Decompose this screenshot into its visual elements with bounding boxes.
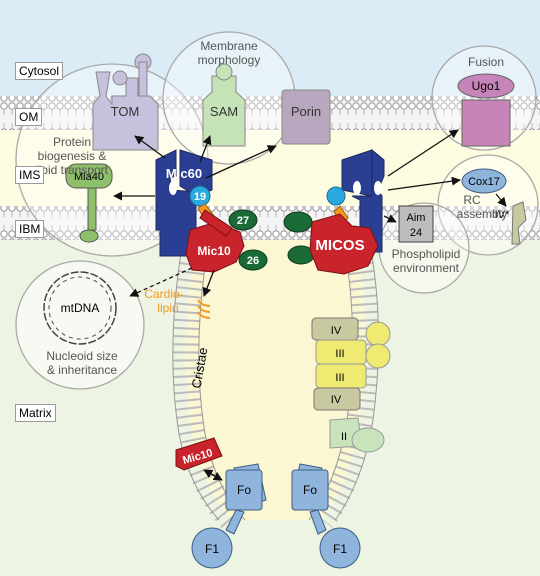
outer-membrane (0, 96, 540, 130)
fo-right-label: Fo (303, 483, 317, 497)
complex-iii-a-label: III (335, 348, 344, 360)
rc-assembly-line2: assembly (457, 207, 508, 221)
cox17-label: Cox17 (468, 176, 500, 188)
crista-membrane-left (172, 237, 242, 529)
mic60-label: Mic60 (166, 166, 202, 181)
f1-left-label: F1 (205, 542, 219, 556)
mic27-label: 27 (237, 215, 249, 227)
phospholipid-line1: Phospholipid (392, 247, 461, 261)
porin-complex: Porin (281, 89, 331, 145)
protein-biogenesis-line3: lipid transport (36, 163, 109, 177)
aim24-protein: Aim 24 (398, 205, 434, 243)
cox17-protein: Cox17 (461, 168, 507, 194)
mia40-label: Mia40 (74, 171, 104, 183)
fusion-label: Fusion (468, 55, 504, 69)
crista-lumen (185, 240, 366, 520)
phospholipid-line2: environment (393, 261, 460, 275)
mic26-protein: 26 (238, 249, 268, 271)
respiratory-chain: IV III III IV II (311, 317, 391, 453)
interaction-arrows (113, 129, 507, 481)
complex-iii-b-label: III (335, 372, 344, 384)
complex-iv-b-label: IV (331, 394, 342, 406)
cytosol-region (0, 0, 540, 96)
complex-iv-a-label: IV (331, 325, 342, 337)
om-label: OM (15, 108, 43, 126)
mic19-label: 19 (194, 191, 206, 203)
aim24-label-2: 24 (410, 227, 422, 239)
aim24-label-1: Aim (407, 212, 426, 224)
mic26-label: 26 (247, 255, 259, 267)
cardiolipin-line1: Cardio- (144, 287, 183, 301)
ims-label: IMS (15, 166, 45, 184)
cristae-label: Cristae (189, 346, 211, 389)
function-labels: Membrane morphology Protein biogenesis &… (36, 39, 507, 377)
rc-assembly-line1: RC (463, 193, 481, 207)
micos-label: MICOS (315, 237, 364, 254)
complex-iv-star-label: IV* (495, 209, 510, 221)
sam-label: SAM (210, 104, 238, 119)
mic10-label: Mic10 (197, 244, 231, 258)
sam-complex: SAM (202, 63, 246, 147)
ibm-label: IBM (15, 220, 45, 238)
tom-complex: TOM (92, 53, 159, 151)
complex-iv-star: IV* (495, 201, 527, 245)
ugo1-label: Ugo1 (472, 79, 501, 93)
mtdna: mtDNA (43, 271, 117, 345)
f1-right-label: F1 (333, 542, 347, 556)
mic27-protein: 27 (228, 209, 258, 231)
porin-label: Porin (291, 104, 321, 119)
fo-left-label: Fo (237, 483, 251, 497)
protein-biogenesis-line2: biogenesis & (38, 149, 107, 163)
ugo1-complex: Ugo1 (457, 73, 515, 147)
matrix-label: Matrix (15, 404, 56, 422)
membrane-morphology-line2: morphology (198, 53, 261, 67)
complex-ii-label: II (341, 431, 347, 443)
tom-label: TOM (111, 104, 140, 119)
membrane-morphology-line1: Membrane (200, 39, 258, 53)
mic60-left: Mic60 (155, 149, 213, 257)
mia40-protein: Mia40 (65, 163, 113, 243)
nucleoid-line1: Nucleoid size (46, 349, 118, 363)
nucleoid-line2: & inheritance (47, 363, 117, 377)
mic10-left: Mic10 (185, 209, 245, 273)
cardiolipin-marks (197, 299, 211, 319)
crista-membrane-right (311, 237, 379, 528)
protein-biogenesis-line1: Protein (53, 135, 91, 149)
cytosol-label: Cytosol (15, 62, 64, 80)
mtdna-label: mtDNA (61, 301, 100, 315)
micos-right: MICOS (283, 148, 385, 275)
cardiolipin-line2: lipin (157, 301, 178, 315)
atp-synthase-dimer: Fo Fo F1 F1 (191, 463, 361, 569)
mic10-crista: Mic10 (175, 437, 223, 471)
